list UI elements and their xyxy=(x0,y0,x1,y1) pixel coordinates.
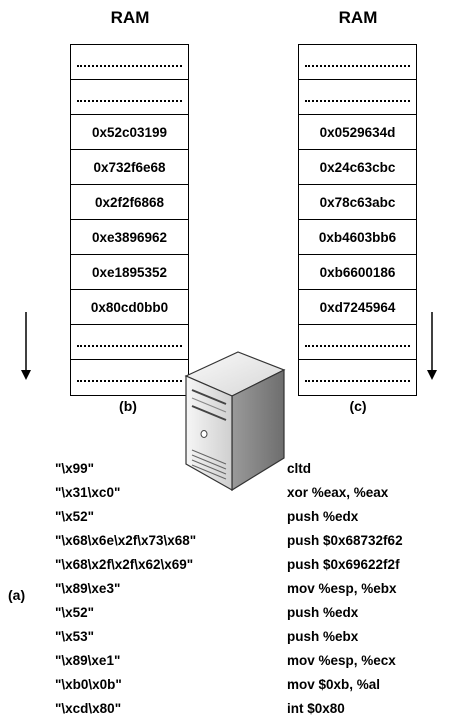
asm-line-2: push %edx xyxy=(287,509,359,524)
ram-right-cell-3: 0x24c63cbc xyxy=(299,150,416,185)
ram-right-cell-8 xyxy=(299,325,416,360)
dotted-placeholder xyxy=(77,100,182,102)
ram-right-cell-2: 0x0529634d xyxy=(299,115,416,150)
ram-left-cell-0 xyxy=(71,45,188,80)
shellcode-byte-6: "\x52" xyxy=(55,605,95,620)
ram-right-stack: 0x0529634d 0x24c63cbc 0x78c63abc 0xb4603… xyxy=(298,44,417,396)
ram-left-cell-4: 0x2f2f6868 xyxy=(71,185,188,220)
dotted-placeholder xyxy=(77,345,182,347)
asm-line-6: push %edx xyxy=(287,605,359,620)
asm-line-0: cltd xyxy=(287,461,312,476)
panel-label-a: (a) xyxy=(8,587,26,603)
ram-left-stack: 0x52c03199 0x732f6e68 0x2f2f6868 0xe3896… xyxy=(70,44,189,396)
shellcode-byte-1: "\x31\xc0" xyxy=(55,485,121,500)
asm-line-7: push %ebx xyxy=(287,629,359,644)
shellcode-byte-4: "\x68\x2f\x2f\x62\x69" xyxy=(55,557,194,572)
asm-line-1: xor %eax, %eax xyxy=(287,485,389,500)
ram-left-cell-8 xyxy=(71,325,188,360)
panel-label-c: (c) xyxy=(349,398,367,414)
ram-right-cell-5: 0xb4603bb6 xyxy=(299,220,416,255)
ram-right-cell-6: 0xb6600186 xyxy=(299,255,416,290)
panel-label-b: (b) xyxy=(119,398,137,414)
shellcode-byte-5: "\x89\xe3" xyxy=(55,581,121,596)
shellcode-byte-0: "\x99" xyxy=(55,461,95,476)
asm-line-9: mov $0xb, %al xyxy=(287,677,381,692)
dotted-placeholder xyxy=(77,65,182,67)
ram-left-cell-6: 0xe1895352 xyxy=(71,255,188,290)
ram-right-cell-7: 0xd7245964 xyxy=(299,290,416,325)
shellcode-byte-3: "\x68\x6e\x2f\x73\x68" xyxy=(55,533,197,548)
shellcode-byte-8: "\x89\xe1" xyxy=(55,653,121,668)
ram-left-cell-9 xyxy=(71,360,188,395)
ram-left-cell-2: 0x52c03199 xyxy=(71,115,188,150)
asm-line-4: push $0x69622f2f xyxy=(287,557,400,572)
ram-right-cell-1 xyxy=(299,80,416,115)
dotted-placeholder xyxy=(77,380,182,382)
ram-left-cell-3: 0x732f6e68 xyxy=(71,150,188,185)
asm-line-10: int $0x80 xyxy=(287,701,345,716)
dotted-placeholder xyxy=(305,345,410,347)
arrow-down-icon xyxy=(21,312,31,380)
asm-line-5: mov %esp, %ebx xyxy=(287,581,397,596)
server-tower-icon xyxy=(184,351,286,492)
shellcode-byte-2: "\x52" xyxy=(55,509,95,524)
shellcode-byte-9: "\xb0\x0b" xyxy=(55,677,122,692)
shellcode-byte-7: "\x53" xyxy=(55,629,95,644)
dotted-placeholder xyxy=(305,65,410,67)
ram-left-title: RAM xyxy=(110,8,150,27)
ram-left-cell-5: 0xe3896962 xyxy=(71,220,188,255)
shellcode-byte-10: "\xcd\x80" xyxy=(55,701,122,716)
ram-left-cell-1 xyxy=(71,80,188,115)
ram-right-cell-4: 0x78c63abc xyxy=(299,185,416,220)
ram-right-cell-0 xyxy=(299,45,416,80)
arrow-down-icon xyxy=(427,312,437,380)
dotted-placeholder xyxy=(305,380,410,382)
dotted-placeholder xyxy=(305,100,410,102)
asm-line-8: mov %esp, %ecx xyxy=(287,653,396,668)
ram-left-cell-7: 0x80cd0bb0 xyxy=(71,290,188,325)
ram-right-cell-9 xyxy=(299,360,416,395)
asm-line-3: push $0x68732f62 xyxy=(287,533,403,548)
ram-right-title: RAM xyxy=(338,8,378,27)
